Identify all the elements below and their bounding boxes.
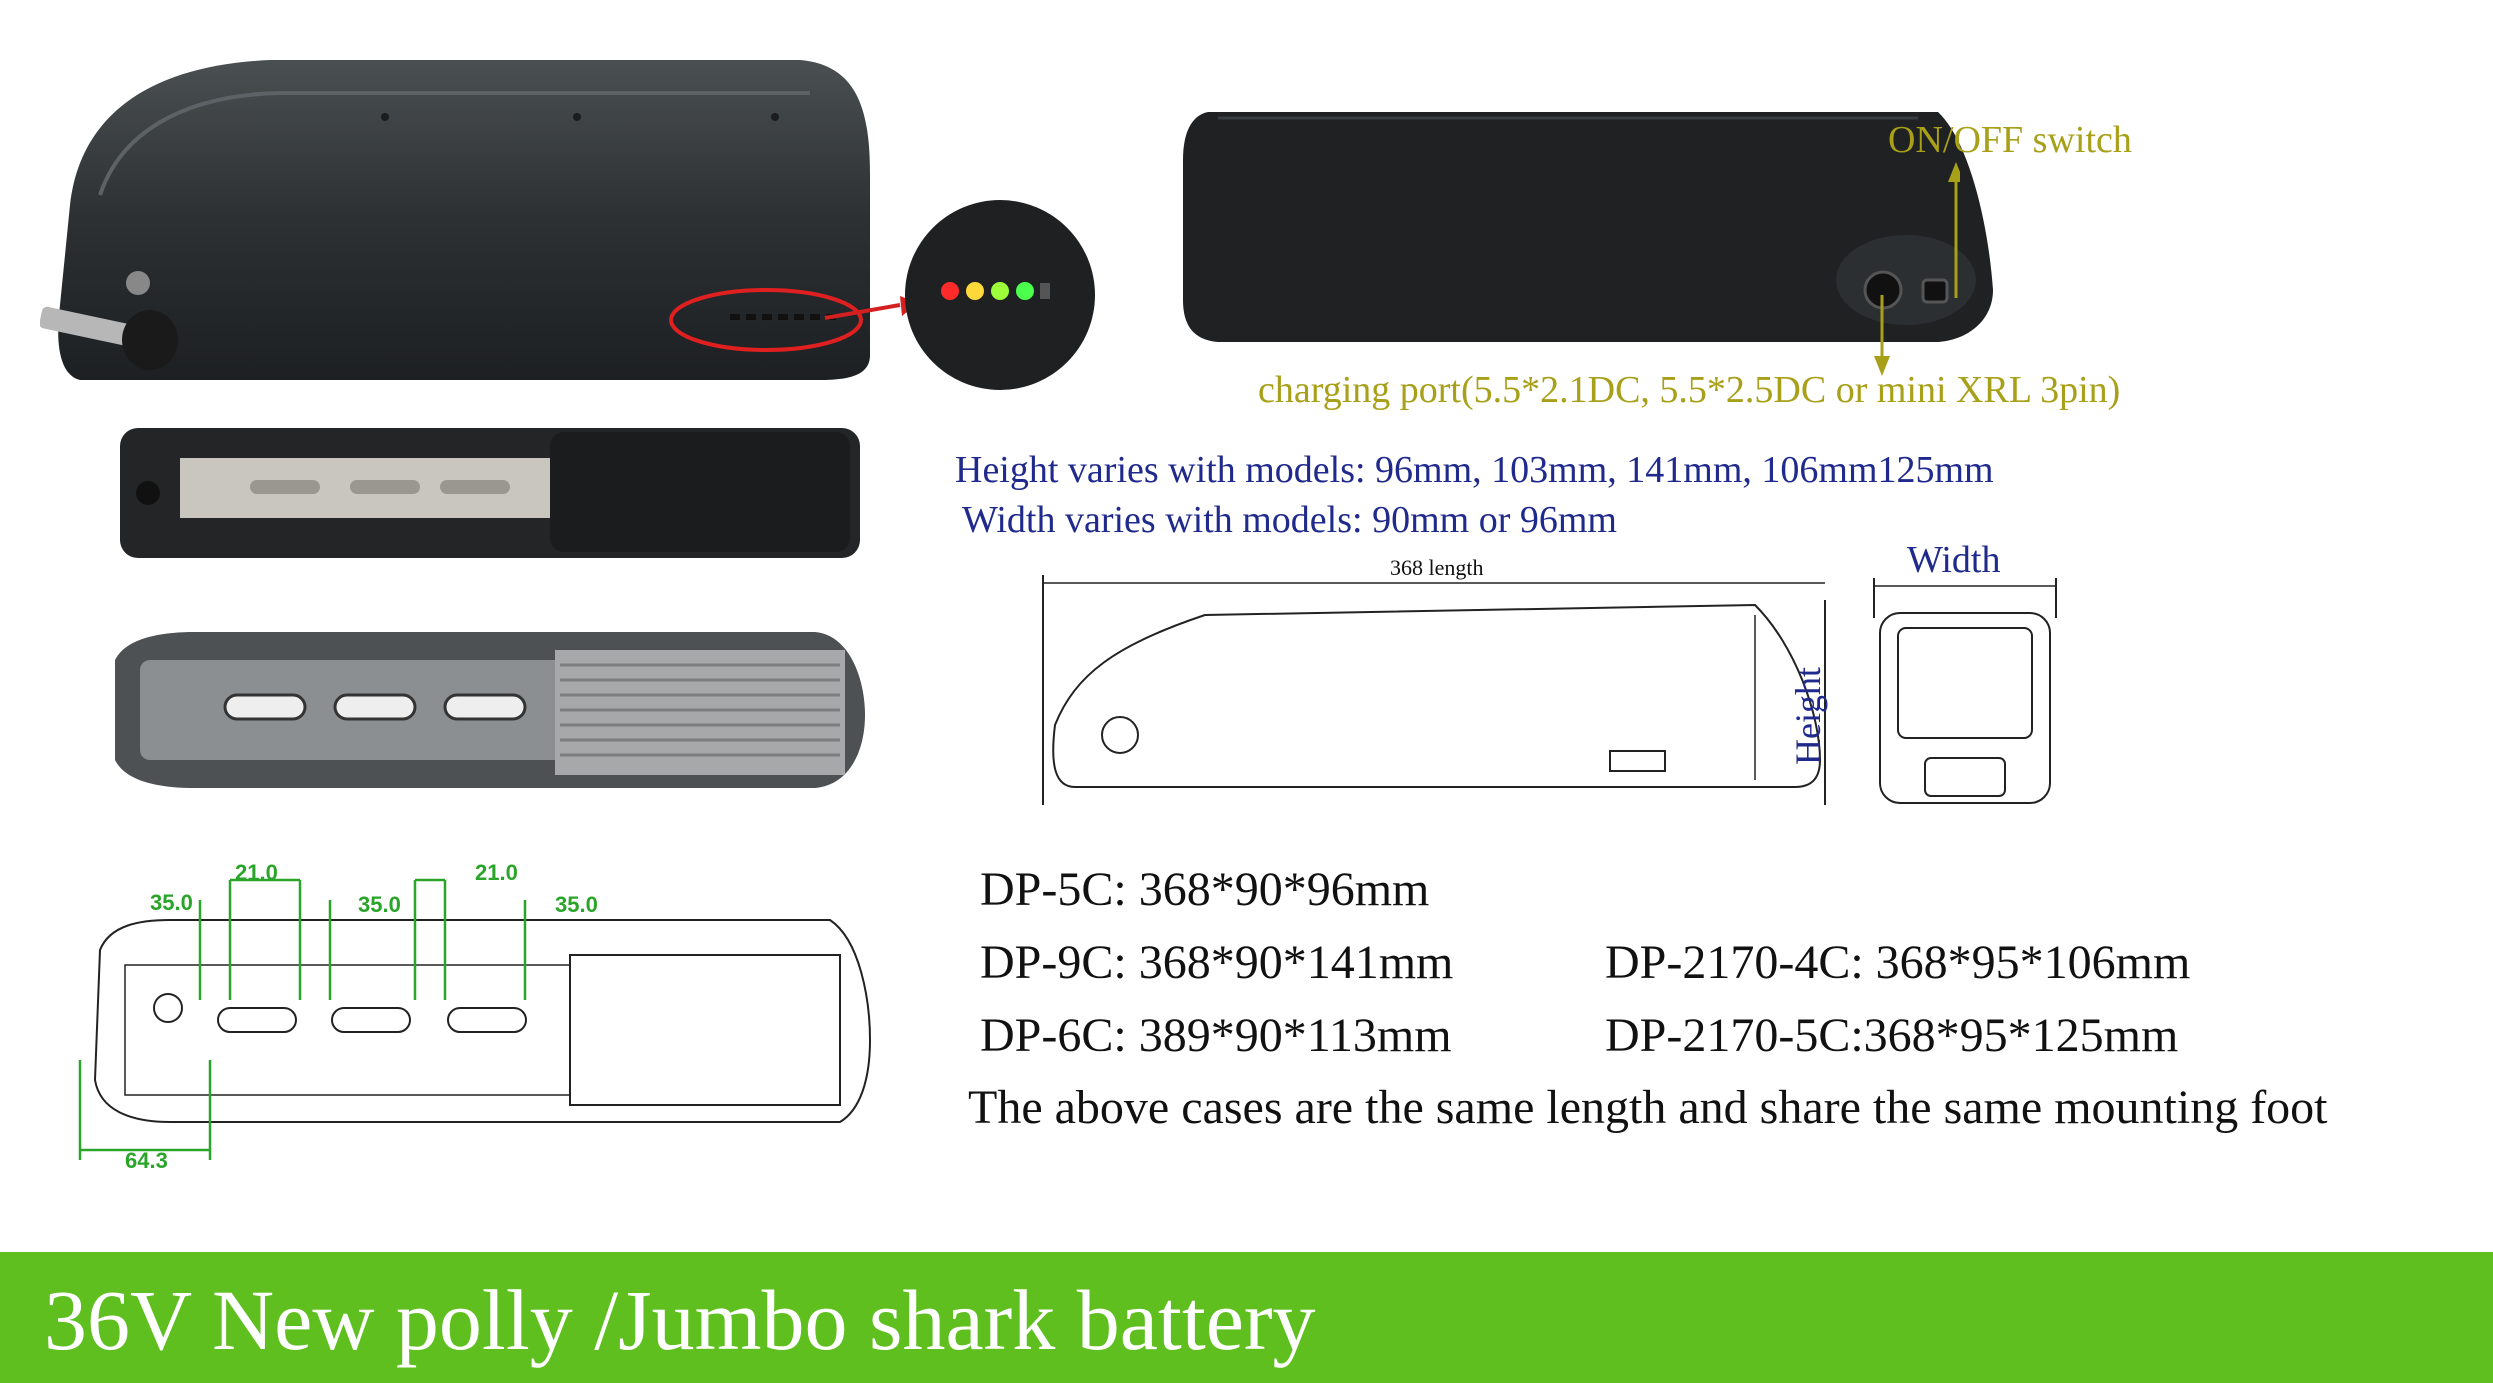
spec-dp2170-4c: DP-2170-4C: 368*95*106mm [1605,936,2191,989]
dimension-drawing: 35.0 21.0 35.0 21.0 35.0 64.3 [78,860,872,1173]
end-view-drawing [1873,578,2057,804]
spec-dp5c: DP-5C: 368*90*96mm [980,863,1430,916]
spec-dp2170-5c: DP-2170-5C:368*95*125mm [1605,1009,2179,1062]
battery-photo-side [1183,112,1993,342]
switch-callout-label: ON/OFF switch [1888,119,2132,161]
width-info: Width varies with models: 90mm or 96mm [962,499,1617,541]
width-label: Width [1907,539,2001,581]
dimension-label-3: 35.0 [358,892,401,917]
height-info: Height varies with models: 96mm, 103mm, … [955,449,1994,491]
spec-note: The above cases are the same length and … [968,1081,2328,1134]
length-label: 368 length [1390,555,1484,580]
title-banner [0,1252,2493,1383]
indicator-closeup [905,200,1095,390]
spec-dp6c: DP-6C: 389*90*113mm [980,1009,1452,1062]
spec-dp9c: DP-9C: 368*90*141mm [980,936,1454,989]
dimension-label-4: 21.0 [475,860,518,885]
battery-base-photo [115,632,865,788]
side-view-drawing: 368 length Height [1042,555,1828,805]
port-callout-label: charging port(5.5*2.1DC, 5.5*2.5DC or mi… [1258,369,2121,411]
callout-arrows-olive [1874,162,1960,376]
dimension-label-5: 35.0 [555,892,598,917]
banner-title: 36V New polly /Jumbo shark battery [44,1272,1316,1368]
dimension-label-2: 21.0 [235,860,278,885]
dimension-label-1: 35.0 [150,890,193,915]
dimension-label-6: 64.3 [125,1148,168,1173]
height-label: Height [1788,667,1828,765]
battery-photo-main [40,60,871,380]
battery-tray-photo [120,428,860,558]
